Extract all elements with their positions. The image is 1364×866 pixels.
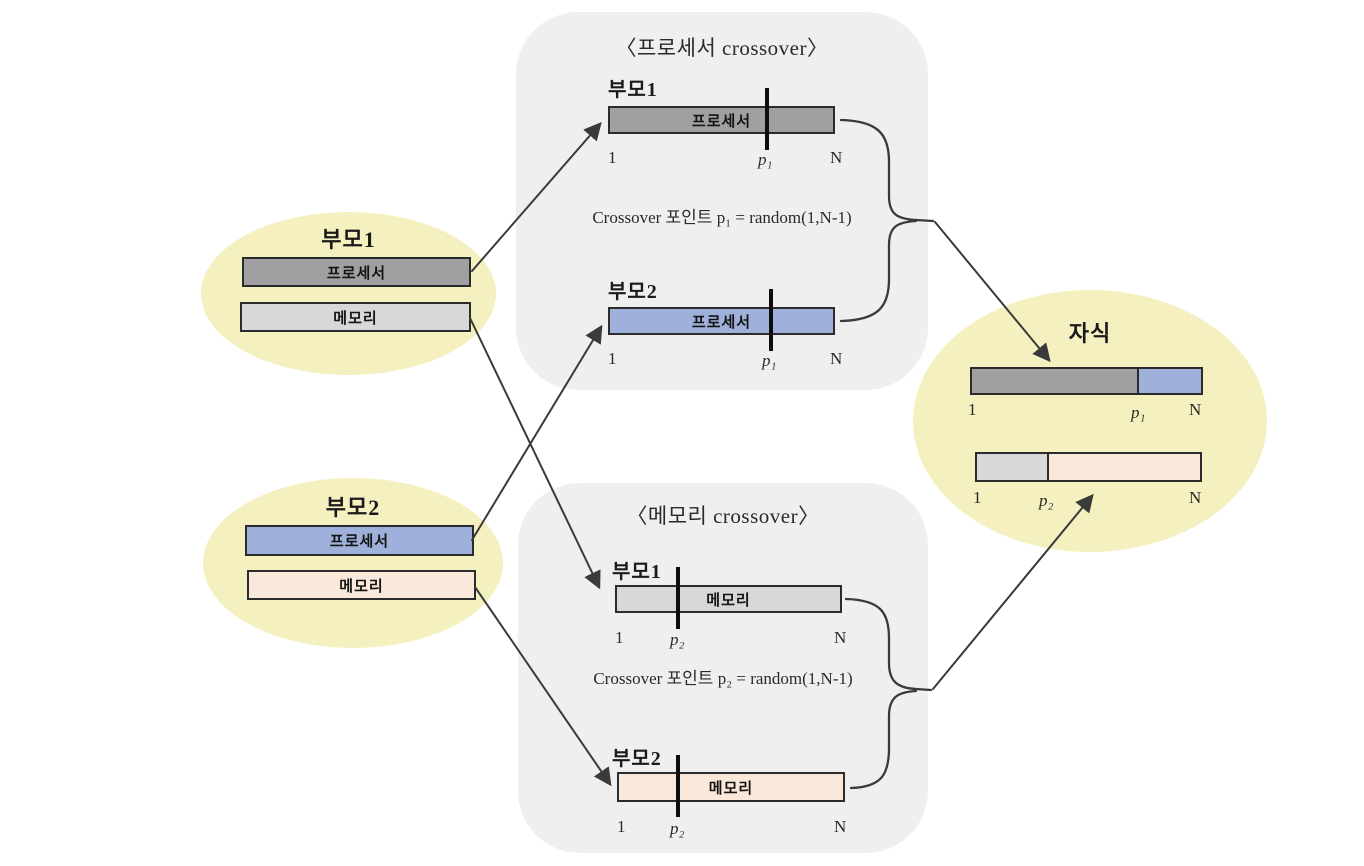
axis-point-label: p₁ [758,150,773,169]
processor-crossover-parent1-bar: 프로세서 [608,106,835,134]
parent2-memory-label: 메모리 [339,578,384,595]
crossover-point-tick-p1-parent1 [765,88,769,150]
axis-start-label: 1 [608,349,617,368]
parent2-memory-bar: 메모리 [247,570,476,600]
child-processor-segment-parent1 [972,369,1137,393]
axis-point-label: p₂ [670,819,685,838]
parent1-group-ellipse: 부모1 프로세서 메모리 [201,212,496,375]
crossover-point-tick-p2-parent2 [676,755,680,817]
axis-point-label: p₂ [670,630,685,649]
processor-crossover-title: 〈프로세서 crossover〉 [615,36,829,60]
parent2-group-ellipse: 부모2 프로세서 메모리 [203,478,503,648]
child-processor-bar [970,367,1203,395]
child-group-title: 자식 [1068,321,1112,346]
child-group-ellipse: 자식 1 p₁ N 1 p₂ N [913,290,1267,552]
axis-end-label: N [834,628,847,647]
processor-crossover-panel: 〈프로세서 crossover〉 부모1 프로세서 1 p₁ N Crossov… [516,12,928,390]
child-memory-bar [975,452,1202,482]
processor-crossover-parent2-bar: 프로세서 [608,307,835,335]
memory-crossover-parent2-bar-label: 메모리 [708,780,754,797]
memory-crossover-parent1-bar: 메모리 [615,585,842,613]
axis-point-label: p₁ [1131,403,1146,422]
memory-crossover-parent2-bar: 메모리 [617,772,845,802]
axis-end-label: N [830,148,843,167]
child-processor-segment-parent2 [1137,369,1201,393]
parent2-processor-label: 프로세서 [329,534,390,550]
parent1-group-title: 부모1 [321,227,376,252]
axis-start-label: 1 [608,148,617,167]
axis-end-label: N [834,817,847,836]
parent2-processor-bar: 프로세서 [245,525,474,556]
memory-crossover-panel: 〈메모리 crossover〉 부모1 메모리 1 p₂ N Crossover… [518,483,928,853]
memory-crossover-title: 〈메모리 crossover〉 [626,504,820,528]
axis-start-label: 1 [973,488,982,507]
memory-crossover-note: Crossover 포인트 p₂ = random(1,N-1) [593,669,853,688]
parent1-memory-label: 메모리 [333,310,378,327]
parent1-memory-bar: 메모리 [240,302,471,332]
memory-crossover-parent2-label: 부모2 [612,748,662,770]
processor-crossover-note: Crossover 포인트 p₁ = random(1,N-1) [592,208,852,227]
memory-crossover-parent1-label: 부모1 [612,561,662,583]
axis-start-label: 1 [615,628,624,647]
parent1-processor-bar: 프로세서 [242,257,471,287]
axis-point-label: p₁ [762,351,777,370]
processor-crossover-parent1-bar-label: 프로세서 [691,113,752,130]
crossover-point-tick-p2-parent1 [676,567,680,629]
crossover-point-tick-p1-parent2 [769,289,773,351]
memory-crossover-parent1-bar-label: 메모리 [706,592,751,609]
child-memory-segment-parent1 [977,454,1047,480]
parent2-group-title: 부모2 [325,495,381,520]
axis-end-label: N [1189,400,1202,419]
axis-start-label: 1 [617,817,626,836]
axis-start-label: 1 [968,400,977,419]
axis-end-label: N [830,349,843,368]
child-memory-segment-parent2 [1047,454,1200,480]
processor-crossover-parent2-bar-label: 프로세서 [691,314,752,331]
processor-crossover-parent2-label: 부모2 [608,281,658,303]
axis-end-label: N [1189,488,1202,507]
axis-point-label: p₂ [1039,491,1054,510]
processor-crossover-parent1-label: 부모1 [608,79,658,101]
parent1-processor-label: 프로세서 [326,265,387,282]
